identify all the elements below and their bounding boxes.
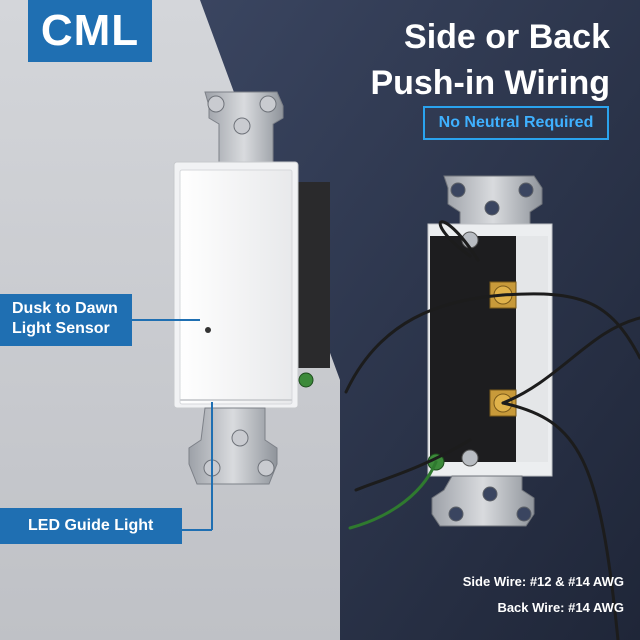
headline-line-2: Push-in Wiring <box>370 64 610 102</box>
switch-housing <box>296 182 330 368</box>
sensor-callout-line-1: Dusk to Dawn <box>12 300 118 317</box>
brand-logo: CML <box>28 0 152 62</box>
no-neutral-badge: No Neutral Required <box>423 106 609 140</box>
headline-line-1: Side or Back <box>404 18 610 56</box>
wires <box>344 220 640 640</box>
light-sensor-dot <box>205 327 211 333</box>
back-wire-spec: Back Wire: #14 AWG <box>497 600 624 615</box>
dark-background <box>200 0 640 640</box>
front-switch <box>173 91 330 485</box>
light-sensor-callout: Dusk to Dawn Light Sensor <box>0 294 132 346</box>
switch-back-body <box>430 236 516 462</box>
rear-switch <box>427 175 553 527</box>
side-wire-spec: Side Wire: #12 & #14 AWG <box>462 574 624 589</box>
rocker-paddle <box>179 169 293 405</box>
led-guide-light-callout: LED Guide Light <box>0 508 182 544</box>
ground-screw <box>298 372 314 388</box>
headline: Side or Back Push-in Wiring <box>310 14 610 106</box>
sensor-callout-line-2: Light Sensor <box>12 320 110 337</box>
